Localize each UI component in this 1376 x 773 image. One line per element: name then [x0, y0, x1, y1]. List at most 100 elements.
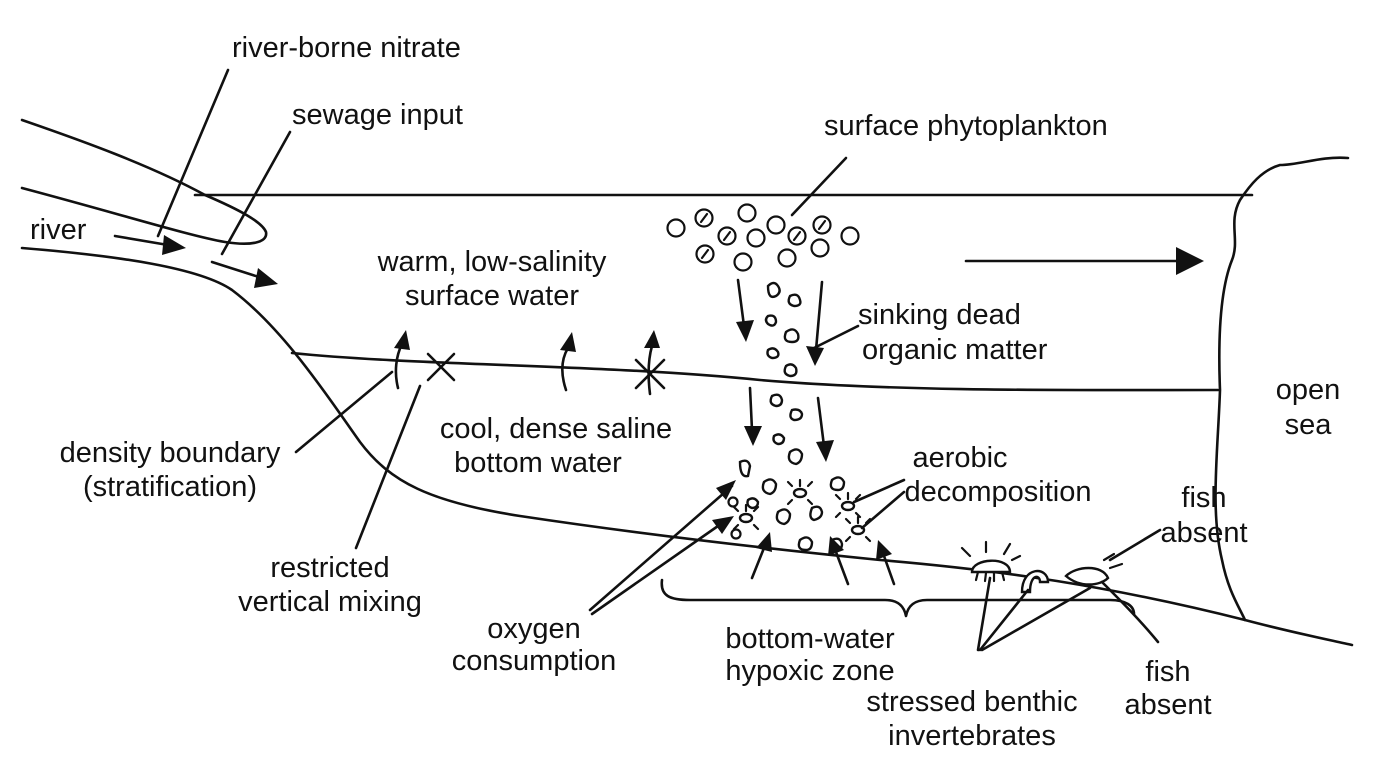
bacterium-cilia	[732, 503, 760, 531]
detritus-particle	[783, 363, 798, 378]
fish-stress-lines	[1102, 552, 1124, 570]
sinking-arrowhead	[744, 426, 762, 446]
leader-oxygen-2	[590, 524, 720, 616]
detritus-particle	[727, 496, 739, 508]
leader-river-borne-nitrate	[156, 68, 230, 238]
phytoplankton-cell-mark	[700, 248, 710, 260]
sinking-arrow	[814, 280, 824, 352]
detritus-particle	[730, 528, 742, 540]
benthic-organisms	[960, 540, 1124, 594]
phytoplankton-cell	[766, 215, 786, 235]
river-upper-bank	[20, 118, 268, 245]
label-aerobic-decomposition-1: aerobic	[912, 442, 1007, 474]
label-fish-absent-top-1: fish	[1181, 482, 1226, 514]
phytoplankton-cells	[666, 203, 860, 272]
label-fish-absent-top-2: absent	[1160, 517, 1247, 549]
leader-oxygen-2-arrowhead	[712, 516, 734, 534]
detritus-particle	[775, 508, 792, 526]
label-density-boundary-1: density boundary	[60, 437, 281, 469]
bacterium-cilia	[844, 515, 872, 543]
upward-mixing-arrowhead	[560, 332, 576, 352]
oxygen-arrowhead	[876, 540, 892, 560]
leader-fish-absent-top	[1108, 528, 1162, 562]
bacterium	[840, 500, 856, 512]
bacterium	[792, 487, 808, 499]
seaward-flow-arrowhead	[1176, 247, 1204, 275]
stressed-invertebrate-jellyfish	[970, 559, 1012, 574]
leader-sinking-dead-matter	[812, 324, 860, 350]
detritus-particle	[764, 314, 778, 327]
label-open-sea-1: open	[1276, 374, 1341, 406]
upward-mixing-arrow	[394, 342, 404, 390]
river-flow-arrowhead	[162, 235, 186, 255]
label-oxygen-consumption-2: consumption	[452, 645, 616, 677]
label-restricted-mixing-1: restricted	[270, 552, 389, 584]
phytoplankton-cell	[737, 203, 757, 223]
leader-fish-absent-bottom	[1100, 580, 1160, 644]
basin-outlines	[20, 118, 1354, 647]
detritus-particle	[769, 393, 784, 408]
label-cool-bottom-water-1: cool, dense saline	[440, 413, 672, 445]
detritus-particle	[787, 448, 804, 466]
label-warm-surface-water-1: warm, low-salinity	[377, 246, 607, 278]
leader-restricted-mixing	[354, 384, 422, 550]
hypoxic-zone-brace	[660, 578, 1136, 618]
detritus-particle	[738, 459, 752, 478]
sinking-arrowhead	[816, 440, 834, 462]
detritus-particle	[772, 433, 786, 446]
leader-oxygen-1-arrowhead	[716, 480, 736, 500]
label-warm-surface-water-2: surface water	[405, 280, 579, 312]
label-hypoxic-zone-2: hypoxic zone	[725, 655, 894, 687]
phytoplankton-cell	[666, 218, 686, 238]
phytoplankton-cell	[777, 248, 797, 268]
bacteria	[732, 478, 872, 543]
phytoplankton-cell-mark	[817, 219, 827, 231]
detritus-particle	[766, 347, 780, 360]
label-open-sea-2: sea	[1285, 409, 1333, 441]
leader-stressed-1	[976, 576, 992, 652]
stressed-invertebrate-worm	[1020, 569, 1050, 594]
phytoplankton-cell	[810, 238, 830, 258]
sinking-arrowhead	[806, 346, 824, 366]
label-hypoxic-zone-1: bottom-water	[725, 623, 895, 655]
sinking-arrow	[748, 386, 754, 432]
phytoplankton-cell	[746, 228, 766, 248]
jellyfish-tentacles	[974, 570, 1006, 583]
labels: river-borne nitrate sewage input river s…	[30, 32, 1340, 752]
phytoplankton-cell	[840, 226, 860, 246]
blocked-mixing-arrowhead	[644, 330, 660, 348]
leader-sewage-input	[220, 130, 292, 256]
leader-oxygen-1	[588, 484, 734, 612]
blocked-mixing-cross	[634, 358, 666, 390]
label-stressed-invertebrates-1: stressed benthic	[866, 686, 1077, 718]
sinking-organic-matter	[736, 278, 834, 466]
river-flow-arrow	[113, 234, 170, 247]
detritus-particle	[766, 281, 781, 299]
phytoplankton-cell-mark	[699, 212, 709, 224]
open-sea-edge	[1214, 156, 1350, 622]
decomposition-zone	[727, 459, 896, 586]
oxygen-arrow	[882, 554, 896, 586]
label-density-boundary-2: (stratification)	[83, 471, 257, 503]
label-stressed-invertebrates-2: invertebrates	[888, 720, 1056, 752]
blocked-mixing-cross	[426, 352, 456, 382]
stress-lines	[960, 540, 1022, 562]
label-fish-absent-bottom-2: absent	[1124, 689, 1211, 721]
density-boundary-line	[290, 351, 1220, 392]
fish-shape	[1064, 566, 1110, 586]
label-river: river	[30, 214, 87, 246]
label-sinking-dead-2: organic matter	[862, 334, 1048, 366]
sinking-arrow	[816, 396, 826, 448]
phytoplankton-cell-mark	[722, 230, 732, 242]
leader-stressed-3	[980, 586, 1092, 652]
sinking-arrowhead	[736, 320, 754, 342]
leader-aerobic-1	[852, 478, 906, 504]
leader-density-boundary	[294, 370, 394, 454]
leader-surface-phytoplankton	[790, 156, 848, 217]
detritus-particle	[746, 497, 760, 510]
detritus-particle	[787, 293, 802, 308]
label-aerobic-decomposition-2: decomposition	[905, 476, 1092, 508]
oxygen-arrow	[750, 546, 766, 580]
detritus-particle	[783, 328, 800, 344]
detritus-particle	[829, 476, 846, 492]
